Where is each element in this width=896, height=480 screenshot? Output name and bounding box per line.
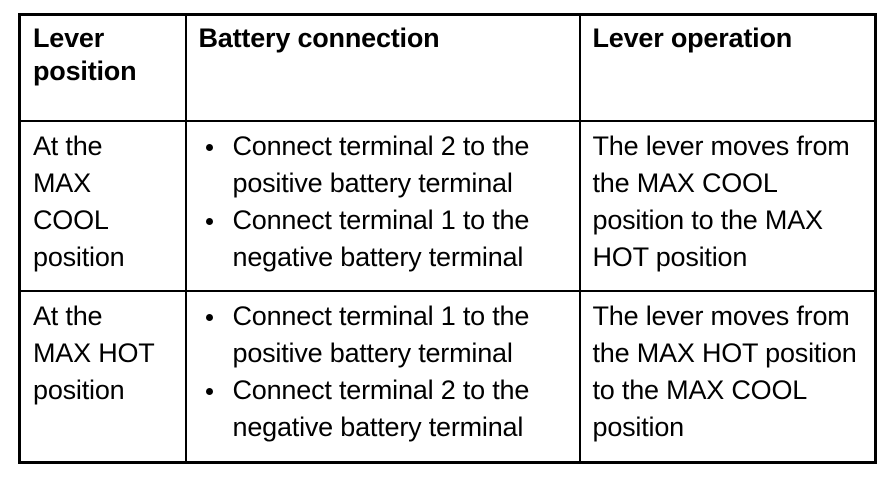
- table-row: At the MAX COOL position Connect termina…: [19, 121, 876, 293]
- list-item: Connect terminal 1 to the negative batte…: [199, 202, 569, 276]
- lever-battery-table-container: Lever position Battery connection Lever …: [18, 13, 877, 464]
- cell-battery-connection: Connect terminal 1 to the positive batte…: [185, 291, 581, 463]
- column-header-battery-connection: Battery connection: [185, 14, 581, 122]
- table-header: Lever position Battery connection Lever …: [19, 14, 876, 122]
- battery-connection-list: Connect terminal 2 to the positive batte…: [199, 128, 569, 276]
- battery-connection-list: Connect terminal 1 to the positive batte…: [199, 298, 569, 446]
- table-header-row: Lever position Battery connection Lever …: [19, 14, 876, 122]
- column-header-lever-operation: Lever operation: [579, 14, 876, 122]
- cell-lever-position: At the MAX COOL position: [19, 121, 187, 293]
- table-row: At the MAX HOT position Connect terminal…: [19, 291, 876, 463]
- lever-battery-table: Lever position Battery connection Lever …: [18, 13, 877, 464]
- list-item: Connect terminal 2 to the positive batte…: [199, 128, 569, 202]
- cell-lever-operation: The lever moves from the MAX HOT positio…: [592, 301, 857, 443]
- list-item: Connect terminal 1 to the positive batte…: [199, 298, 569, 372]
- cell-lever-position: At the MAX HOT position: [19, 291, 187, 463]
- list-item: Connect terminal 2 to the negative batte…: [199, 372, 569, 446]
- cell-battery-connection: Connect terminal 2 to the positive batte…: [185, 121, 581, 293]
- cell-lever-operation: The lever moves from the MAX COOL positi…: [579, 121, 876, 293]
- column-header-lever-position: Lever position: [19, 14, 187, 122]
- table-body: At the MAX COOL position Connect termina…: [19, 121, 876, 463]
